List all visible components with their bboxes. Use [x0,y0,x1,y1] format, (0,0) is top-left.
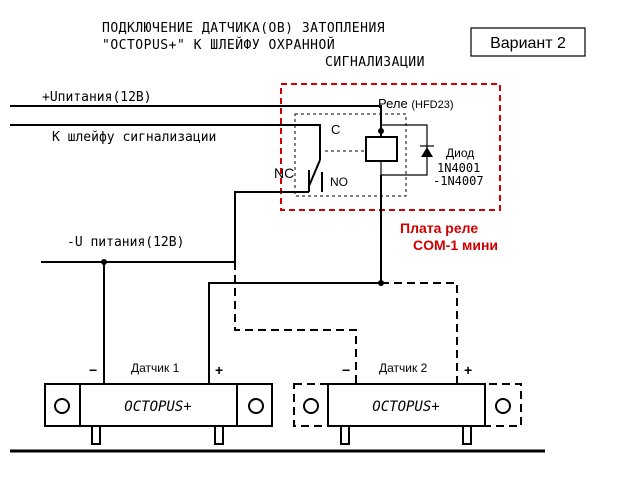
sensor2-plus: + [464,362,472,378]
sensor2-plus-wire [381,282,458,384]
sensor2-label: Датчик 2 [379,361,428,375]
sensor1-label: Датчик 1 [131,361,180,375]
title-line-2: "OCTOPUS+" К ШЛЕЙФУ ОХРАННОЙ [102,37,335,53]
sensor1-probe-right [214,425,224,445]
sensor2-right-mount-icon [495,398,511,414]
diode-label: Диод [446,146,474,160]
sensor2-left-mount-icon [303,398,319,414]
plus-power-wire [10,105,382,137]
sensor2-brand: OCTOPUS+ [372,399,439,415]
sensor2-minus: − [342,362,350,378]
sensor-1: OCTOPUS+ [44,383,273,445]
variant-label: Вариант 2 [490,35,566,52]
sensor1-right-mount-icon [248,398,264,414]
sensor2-probe-right [462,425,472,445]
relay-coil [365,136,398,162]
sensor1-minus: − [89,362,97,378]
relay-switch-blade [308,159,321,187]
sensor2-probe-left [340,425,350,445]
loop-wire [10,124,321,160]
contact-no-label: NO [330,175,348,189]
relay-housing [294,113,407,197]
diode-model-1: 1N4001 [437,161,480,175]
contact-nc-label: NC [274,165,294,181]
board-label-1: Плата реле [400,220,478,236]
contact-c-label: C [331,122,340,137]
title-line-1: ПОДКЛЮЧЕНИЕ ДАТЧИКА(ОВ) ЗАТОПЛЕНИЯ [102,21,385,36]
sensor1-center [79,383,238,427]
relay-label: Реле (HFD23) [378,96,454,111]
sensor1-probe-left [91,425,101,445]
board-label-2: COM-1 мини [413,237,498,253]
diode-model-2: -1N4007 [433,174,484,188]
sensor2-minus-wire [234,262,357,384]
sensor1-brand: OCTOPUS+ [124,399,191,415]
sensor1-left-mount-icon [54,398,70,414]
junction-dot [378,128,384,134]
sensor1-plus: + [215,362,223,378]
minus-power-label: -U питания(12В) [67,235,184,250]
nc-output-wire [234,191,309,262]
loop-label: К шлейфу сигнализации [52,130,216,145]
sensor1-plus-wire [208,282,381,384]
sensor2-center [327,383,486,427]
relay-board-outline [280,83,501,211]
sensor-2: OCTOPUS+ [293,383,522,445]
diode-icon [421,147,433,157]
variant-box [470,27,586,57]
plus-power-label: +Uпитания(12В) [42,90,152,105]
title-line-3: СИГНАЛИЗАЦИИ [325,55,425,70]
